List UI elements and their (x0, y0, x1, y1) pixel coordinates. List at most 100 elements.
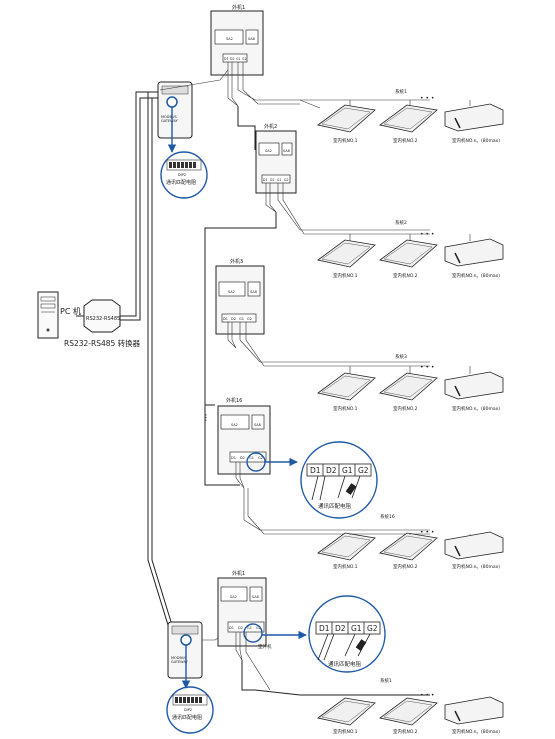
svg-text:DIP2: DIP2 (184, 708, 192, 712)
svg-text:G1: G1 (249, 456, 254, 460)
svg-text:• • •: • • • (420, 529, 434, 536)
terminal-highlight-1b (243, 623, 263, 643)
svg-text:D1: D1 (319, 624, 330, 633)
svg-text:G1: G1 (236, 57, 241, 61)
svg-text:D2: D2 (270, 178, 274, 182)
system-label-1b: 系统1 (380, 677, 392, 684)
pc-computer (37, 291, 59, 339)
svg-text:MODBUS: MODBUS (171, 656, 187, 660)
terminal-zoom-1b: D1 D2 G1 G2 通讯匹配电阻 (308, 595, 386, 673)
svg-text:G2: G2 (242, 57, 247, 61)
ellipsis-dots: ⋮ (202, 413, 210, 422)
outdoor-unit-1b: 外机1 SA2 SA8 D1 D2 G1 G2 (217, 570, 267, 647)
svg-text:D2: D2 (240, 456, 245, 460)
system-label-16: 系统16 (380, 513, 395, 520)
indoor-row-2: • • • 室内机NO.1 室内机NO.2 室内机NO.n。(80max) (317, 231, 504, 279)
svg-text:SA8: SA8 (248, 37, 255, 41)
indoor-row-1: • • • 室内机NO.1 室内机NO.2 室内机NO.n。(80max) (300, 95, 504, 144)
rs485-converter (83, 299, 121, 333)
svg-text:D1: D1 (223, 317, 228, 321)
svg-text:D1: D1 (229, 626, 234, 630)
svg-text:D1: D1 (231, 456, 236, 460)
svg-text:GATEWAY: GATEWAY (161, 119, 179, 123)
svg-text:室内机NO.n。(80max): 室内机NO.n。(80max) (452, 728, 500, 735)
svg-text:D2: D2 (238, 626, 243, 630)
svg-text:室内机NO.1: 室内机NO.1 (333, 405, 358, 412)
svg-text:• • •: • • • (420, 95, 434, 102)
svg-text:• • •: • • • (420, 692, 434, 699)
svg-text:外机3: 外机3 (230, 258, 243, 265)
svg-text:室内机NO.1: 室内机NO.1 (333, 272, 358, 279)
svg-text:通讯匹配电阻: 通讯匹配电阻 (328, 660, 362, 668)
svg-text:SA2: SA2 (228, 290, 235, 294)
svg-text:G1: G1 (342, 466, 353, 475)
dip-callout-1: DIP2 通讯匹配电阻 (160, 151, 208, 199)
modbus-gateway-2: MODBUS GATEWAY (167, 621, 203, 679)
svg-text:SA2: SA2 (226, 37, 233, 41)
svg-text:室内机NO.n。(80max): 室内机NO.n。(80max) (452, 272, 500, 279)
svg-text:SA8: SA8 (254, 423, 261, 427)
svg-text:D2: D2 (326, 466, 337, 475)
outdoor-unit-2: 外机2 SA2 SA8 D1 D2 G1 G2 (255, 123, 297, 194)
svg-text:SA8: SA8 (252, 595, 259, 599)
svg-text:D1: D1 (224, 57, 228, 61)
svg-text:SA8: SA8 (250, 290, 257, 294)
system-label-2: 系统2 (395, 219, 407, 226)
svg-text:• • •: • • • (420, 231, 434, 238)
indoor-row-16: • • • 室内机NO.1 室内机NO.2 室内机NO.n。(80max) (317, 529, 504, 570)
svg-text:SA2: SA2 (230, 595, 237, 599)
svg-text:DIP2: DIP2 (178, 173, 186, 177)
svg-text:SA8: SA8 (283, 149, 290, 153)
svg-text:G2: G2 (358, 466, 369, 475)
svg-text:D2: D2 (231, 317, 236, 321)
svg-text:室内机NO.2: 室内机NO.2 (393, 405, 418, 412)
svg-text:G1: G1 (247, 626, 252, 630)
svg-text:D2: D2 (335, 624, 346, 633)
svg-text:G2: G2 (367, 624, 378, 633)
svg-text:SA2: SA2 (265, 149, 272, 153)
svg-text:GATEWAY: GATEWAY (171, 660, 189, 664)
svg-text:外机1: 外机1 (232, 4, 245, 11)
system-label-1: 系统1 (395, 88, 407, 95)
converter-label: RS232-RS485 (86, 316, 120, 322)
indoor-row-1b: • • • 室内机NO.1 室内机NO.2 室内机NO.n。(80max) (317, 692, 504, 735)
system-label-3: 系统3 (395, 353, 407, 360)
svg-text:室内机NO.n。(80max): 室内机NO.n。(80max) (452, 405, 500, 412)
svg-text:室内机NO.2: 室内机NO.2 (393, 137, 418, 144)
svg-text:室内机NO.2: 室内机NO.2 (393, 563, 418, 570)
svg-text:室内机NO.2: 室内机NO.2 (393, 272, 418, 279)
svg-text:G1: G1 (239, 317, 244, 321)
svg-text:室内机NO.1: 室内机NO.1 (333, 728, 358, 735)
svg-text:外机16: 外机16 (226, 397, 242, 404)
pc-label: PC 机 (60, 306, 81, 316)
svg-text:MODBUS: MODBUS (161, 115, 177, 119)
svg-text:通讯匹配电阻: 通讯匹配电阻 (318, 502, 352, 510)
dip-callout-2: DIP2 通讯匹配电阻 (166, 686, 214, 734)
svg-text:G2: G2 (284, 178, 289, 182)
svg-text:G1: G1 (277, 178, 282, 182)
svg-text:室内机NO.n。(80max): 室内机NO.n。(80max) (452, 563, 500, 570)
svg-text:G1: G1 (351, 624, 362, 633)
outdoor-unit-1: 外机1 SA2 SA8 D1 D2 G1 G2 (210, 4, 264, 76)
svg-text:SA2: SA2 (231, 423, 238, 427)
svg-text:通讯匹配电阻: 通讯匹配电阻 (172, 714, 202, 721)
outdoor-unit-16: 外机16 SA2 SA8 D1 D2 G1 G2 (217, 397, 271, 475)
converter-caption: RS232-RS485 转换器 (64, 338, 141, 348)
svg-text:室内机NO.1: 室内机NO.1 (333, 563, 358, 570)
svg-text:外机2: 外机2 (264, 123, 277, 130)
svg-text:G2: G2 (256, 626, 261, 630)
svg-text:D1: D1 (310, 466, 321, 475)
svg-text:室内机NO.2: 室内机NO.2 (393, 728, 418, 735)
svg-text:外机1: 外机1 (232, 570, 245, 577)
svg-text:通讯匹配电阻: 通讯匹配电阻 (166, 179, 196, 186)
terminal-zoom-16: D1 D2 G1 G2 通讯匹配电阻 (300, 441, 378, 519)
indoor-row-3: • • • 室内机NO.1 室内机NO.2 室内机NO.n。(80max) (317, 364, 504, 412)
svg-text:• • •: • • • (420, 364, 434, 371)
svg-text:G2: G2 (247, 317, 252, 321)
svg-text:G2: G2 (258, 456, 263, 460)
outdoor-side-label: 室外机 (258, 643, 272, 650)
svg-text:D1: D1 (263, 178, 267, 182)
svg-text:D2: D2 (230, 57, 234, 61)
modbus-gateway-1: MODBUS GATEWAY (157, 81, 193, 139)
